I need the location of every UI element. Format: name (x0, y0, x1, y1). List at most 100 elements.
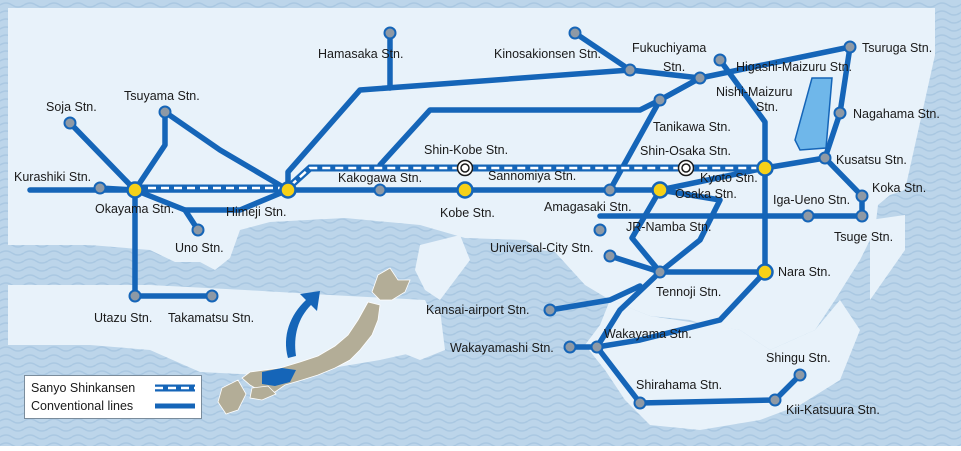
stations (63, 26, 869, 410)
legend-shinkansen-label: Sanyo Shinkansen (31, 381, 136, 395)
label-tsuruga: Tsuruga Stn. (862, 41, 932, 55)
station-marker[interactable] (768, 393, 782, 407)
station-marker[interactable] (713, 53, 727, 67)
station-marker[interactable] (855, 209, 869, 223)
label-kakogawa: Kakogawa Stn. (338, 171, 422, 185)
line-nagahama (762, 44, 853, 171)
legend-swatches (155, 384, 195, 409)
station-marker[interactable] (191, 223, 205, 237)
label-jr-namba: JR-Namba Stn. (626, 220, 711, 234)
label-nishi-maizuru-1: Nishi-Maizuru (716, 85, 792, 99)
japan-kyushu-inset (217, 379, 247, 415)
station-marker[interactable] (563, 340, 577, 354)
label-okayama: Okayama Stn. (95, 202, 174, 216)
land-wakayama-west (390, 310, 445, 360)
label-tennoji: Tennoji Stn. (656, 285, 721, 299)
station-marker[interactable] (653, 93, 667, 107)
label-hamasaka: Hamasaka Stn. (318, 47, 403, 61)
label-himeji: Himeji Stn. (226, 205, 286, 219)
station-marker[interactable] (843, 40, 857, 54)
land-kii-peninsula (585, 300, 860, 430)
station-marker[interactable] (833, 106, 847, 120)
station-marker[interactable] (855, 189, 869, 203)
land-honshu-east (870, 215, 905, 300)
label-amagasaki: Amagasaki Stn. (544, 200, 632, 214)
label-kii-katsuura: Kii-Katsuura Stn. (786, 403, 880, 417)
major-station-marker[interactable] (651, 181, 669, 199)
station-marker[interactable] (373, 183, 387, 197)
line-maizuru-branch (717, 57, 768, 171)
legend-row-shinkansen: Sanyo Shinkansen (31, 379, 135, 397)
station-marker[interactable] (603, 183, 617, 197)
label-uno: Uno Stn. (175, 241, 224, 255)
label-kusatsu: Kusatsu Stn. (836, 153, 907, 167)
japan-hokkaido (371, 267, 411, 301)
legend-row-conventional: Conventional lines (31, 397, 133, 415)
label-fukuchiyama-1: Fukuchiyama (632, 41, 706, 55)
label-kyoto: Kyoto Stn. (700, 171, 758, 185)
label-wakayama: Wakayama Stn. (604, 327, 692, 341)
line-okayama-soja (67, 120, 138, 193)
station-marker[interactable] (818, 151, 832, 165)
station-marker[interactable] (653, 265, 667, 279)
major-station-marker[interactable] (279, 181, 297, 199)
line-himeji-hamasaka (285, 30, 633, 193)
label-osaka: Osaka Stn. (675, 187, 737, 201)
label-koka: Koka Stn. (872, 181, 926, 195)
label-sannomiya: Sannomiya Stn. (488, 169, 576, 183)
major-station-marker[interactable] (756, 159, 774, 177)
label-kansai-airport: Kansai-airport Stn. (426, 303, 530, 317)
major-station-marker[interactable] (456, 181, 474, 199)
label-nara: Nara Stn. (778, 265, 831, 279)
line-himeji-loop (182, 187, 291, 213)
station-marker[interactable] (801, 209, 815, 223)
label-kurashiki: Kurashiki Stn. (14, 170, 91, 184)
label-fukuchiyama-2: Stn. (663, 60, 685, 74)
land-honshu (8, 8, 935, 350)
label-wakayamashi: Wakayamashi Stn. (450, 341, 554, 355)
lake-biwa (794, 77, 833, 151)
line-okayama-tsuyama (132, 109, 168, 193)
shin-osaka-marker[interactable] (677, 159, 695, 177)
label-utazu: Utazu Stn. (94, 311, 152, 325)
station-marker[interactable] (693, 71, 707, 85)
major-station-marker[interactable] (126, 181, 144, 199)
label-shin-kobe: Shin-Kobe Stn. (424, 143, 508, 157)
station-marker[interactable] (128, 289, 142, 303)
station-marker[interactable] (593, 223, 607, 237)
station-marker[interactable] (793, 368, 807, 382)
label-takamatsu: Takamatsu Stn. (168, 311, 254, 325)
japan-shikoku-inset (249, 385, 277, 401)
station-marker[interactable] (590, 340, 604, 354)
legend: Sanyo Shinkansen Conventional lines (24, 375, 202, 419)
station-marker[interactable] (623, 63, 637, 77)
station-marker[interactable] (543, 303, 557, 317)
line-nara-wakayama (594, 269, 768, 350)
line-tsuyama-himeji (162, 109, 291, 193)
station-marker[interactable] (63, 116, 77, 130)
label-kinosakionsen: Kinosakionsen Stn. (494, 47, 601, 61)
station-marker[interactable] (568, 26, 582, 40)
station-marker[interactable] (633, 396, 647, 410)
label-iga-ueno: Iga-Ueno Stn. (773, 193, 850, 207)
legend-conventional-label: Conventional lines (31, 399, 134, 413)
station-marker[interactable] (205, 289, 219, 303)
label-kobe: Kobe Stn. (440, 206, 495, 220)
line-osaka-loop (629, 187, 723, 275)
label-tsuge: Tsuge Stn. (834, 230, 893, 244)
station-labels: Hamasaka Stn. Kinosakionsen Stn. Fukuchi… (14, 41, 940, 417)
line-tennoji-wakayama (567, 269, 663, 350)
shin-kobe-marker[interactable] (456, 159, 474, 177)
japan-inset (217, 267, 411, 415)
label-higashi-maizuru: Higashi-Maizuru Stn. (736, 60, 852, 74)
station-marker[interactable] (383, 26, 397, 40)
label-nishi-maizuru-2: Stn. (756, 100, 778, 114)
label-tanikawa: Tanikawa Stn. (653, 120, 731, 134)
station-marker[interactable] (158, 105, 172, 119)
station-marker[interactable] (93, 181, 107, 195)
label-tsuyama: Tsuyama Stn. (124, 89, 200, 103)
station-marker[interactable] (603, 249, 617, 263)
major-station-marker[interactable] (756, 263, 774, 281)
